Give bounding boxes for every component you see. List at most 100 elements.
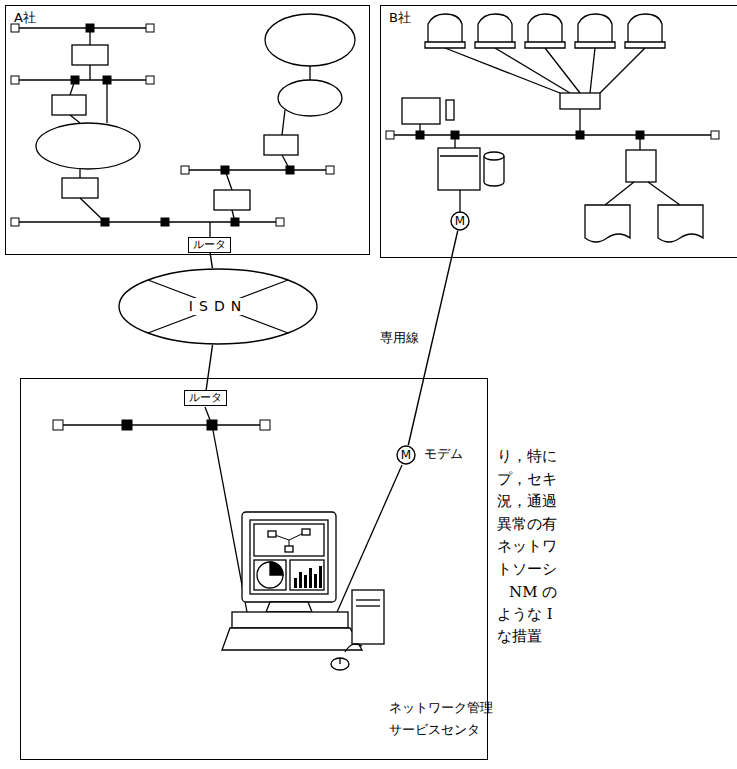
body-text-fragment: トソーシ (497, 560, 557, 578)
body-text-fragment: り，特に (497, 447, 557, 465)
drawing-rect (11, 76, 19, 84)
drawing-rect (276, 218, 284, 226)
modem-circle: Mモデム (396, 445, 416, 465)
drawing-rect (181, 166, 189, 174)
drawing-path (345, 644, 362, 652)
drawing-line (106, 80, 107, 123)
lan-taps (386, 131, 719, 139)
company-b-system (390, 14, 715, 242)
drawing-path (658, 205, 703, 242)
drawing-line (459, 190, 460, 212)
network-link (210, 253, 212, 268)
drawing-rect (711, 131, 719, 139)
drawing-path (475, 14, 515, 48)
body-text-fragment: ような I (497, 605, 553, 623)
body-text-fragment: プ，セキ (497, 470, 557, 488)
node-label: A社 (14, 10, 36, 26)
isdn-network: ISDN (118, 268, 318, 345)
service-center-box: ネットワーク管理 サービスセンタルータMモデム (20, 378, 488, 760)
drawing-rect (11, 24, 19, 32)
node-label: M (455, 214, 465, 228)
drawing-rect (264, 135, 298, 155)
drawing-rect (214, 190, 250, 210)
drawing-line (60, 424, 265, 425)
terminal-row (425, 14, 665, 93)
drawing-rect (103, 76, 111, 84)
network-link (206, 345, 212, 390)
drawing-ellipse (265, 14, 355, 66)
drawing-rect (290, 560, 324, 590)
drawing-rect (636, 131, 644, 139)
drawing-rect (402, 98, 440, 124)
drawing-ellipse (36, 123, 140, 169)
drawing-line (89, 65, 90, 80)
drawing-ellipse (331, 658, 349, 670)
drawing-circle (257, 562, 283, 588)
drawing-rect (268, 531, 276, 537)
drawing-rect (207, 420, 217, 430)
lan-taps (53, 420, 270, 430)
drawing-rect (122, 420, 132, 430)
body-text-fragment: 況，通過 (497, 492, 557, 510)
drawing-rect (53, 420, 63, 430)
drawing-path (625, 14, 665, 48)
node-label: ルータ (193, 238, 226, 251)
drawing-rect (626, 150, 656, 182)
drawing-rect (560, 93, 600, 109)
node-caption: モデム (424, 446, 463, 462)
drawing-line (339, 658, 340, 664)
company-box: A社ルータ (5, 5, 370, 255)
node-label: ISDN (186, 298, 250, 315)
node-label: ネットワーク管理 サービスセンタ (389, 697, 499, 741)
company-box: B社 M (380, 5, 737, 258)
drawing-rect (438, 148, 480, 190)
drawing-line (390, 134, 715, 135)
node-label: B社 (389, 10, 411, 26)
drawing-line (282, 110, 285, 135)
drawing-rect (11, 218, 19, 226)
drawing-rect (146, 76, 154, 84)
drawing-line (15, 79, 150, 80)
modem-circle: M (450, 211, 470, 231)
drawing-rect (62, 178, 98, 198)
company-a-lan (15, 14, 355, 238)
drawing-rect (286, 166, 294, 174)
workstation-computer (222, 512, 384, 670)
drawing-line (356, 599, 380, 600)
drawing-line (79, 169, 80, 178)
drawing-rect (299, 572, 302, 588)
drawing-path (525, 14, 565, 48)
drawing-line (648, 182, 680, 205)
drawing-rect (254, 560, 286, 590)
drawing-line (15, 221, 280, 222)
drawing-rect (254, 524, 324, 556)
drawing-line (600, 48, 645, 93)
drawing-rect (260, 420, 270, 430)
drawing-line (495, 48, 570, 93)
drawing-line (309, 66, 310, 80)
drawing-rect (285, 546, 293, 552)
drawing-rect (446, 100, 454, 120)
drawing-path (425, 14, 465, 48)
drawing-rect (352, 590, 384, 644)
drawing-rect (304, 575, 307, 588)
drawing-path (585, 205, 630, 242)
center-lan (60, 407, 402, 628)
drawing-rect (86, 24, 94, 32)
drawing-rect (71, 76, 79, 84)
drawing-line (445, 48, 560, 93)
drawing-line (148, 280, 288, 333)
node-label: M (401, 448, 411, 462)
drawing-rect (294, 578, 297, 588)
node-label: ルータ (189, 391, 222, 404)
drawing-rect (576, 131, 584, 139)
router-box: ルータ (188, 237, 231, 253)
drawing-rect (386, 131, 394, 139)
lan-taps (11, 24, 334, 226)
drawing-rect (319, 566, 322, 588)
drawing-rect (314, 574, 317, 588)
drawing-line (15, 27, 150, 28)
drawing-rect (72, 45, 108, 65)
